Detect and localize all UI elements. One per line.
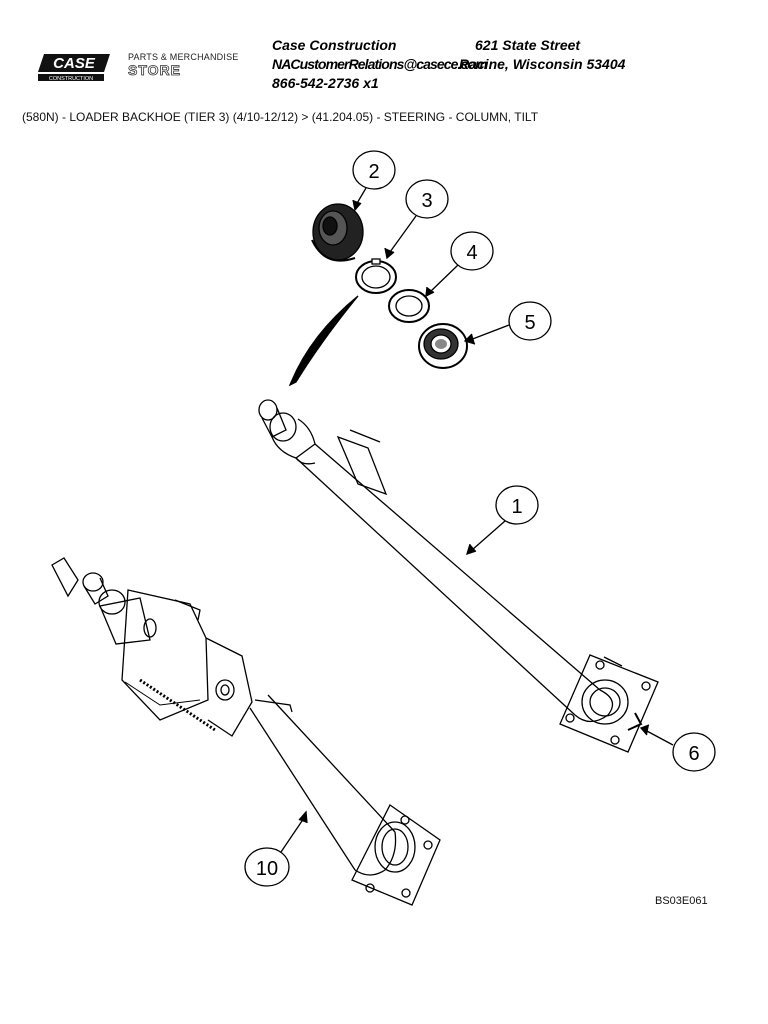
- part-2-bushing: [311, 203, 364, 262]
- callout-6-label: 6: [688, 743, 699, 765]
- parts-store-logo: PARTS & MERCHANDISE STORE: [128, 52, 239, 78]
- phone-number: 866-542-2736 x1: [272, 75, 379, 91]
- drawing-code: BS03E061: [655, 895, 708, 907]
- callout-1: 1: [466, 485, 539, 556]
- callout-6: 6: [639, 724, 716, 772]
- store-line1: PARTS & MERCHANDISE: [128, 52, 239, 62]
- callout-2: 2: [352, 150, 396, 212]
- company-name: Case Construction: [272, 37, 397, 53]
- steering-column-diagram: 2 3 4 5 1 6 10: [51, 150, 716, 906]
- part-4-washer: [388, 289, 430, 323]
- callout-4: 4: [425, 231, 494, 298]
- part-5-bearing: [418, 323, 468, 369]
- email-address: NACustomerRelations@casece.com: [272, 56, 488, 72]
- logo-brand: CASE: [53, 55, 96, 72]
- logo-sub: CONSTRUCTION: [49, 76, 93, 82]
- callout-4-label: 4: [466, 242, 477, 264]
- part-3-snap-ring: [355, 258, 397, 294]
- case-construction-logo: CASE CONSTRUCTION: [38, 54, 110, 82]
- callout-10: 10: [244, 810, 308, 887]
- callout-3-label: 3: [421, 190, 432, 212]
- callout-5-label: 5: [524, 312, 535, 334]
- callout-10-label: 10: [256, 858, 278, 880]
- callout-5: 5: [463, 301, 552, 345]
- part-1-column: [258, 399, 659, 753]
- assembly-arrow: [288, 295, 359, 387]
- callout-1-label: 1: [511, 496, 522, 518]
- part-10-tilt-column: [51, 557, 441, 906]
- breadcrumb: (580N) - LOADER BACKHOE (TIER 3) (4/10-1…: [22, 110, 539, 124]
- store-line2: STORE: [128, 62, 181, 79]
- city-address: Racine, Wisconsin 53404: [459, 56, 626, 72]
- callout-3: 3: [384, 179, 449, 260]
- street-address: 621 State Street: [475, 37, 581, 53]
- callout-2-label: 2: [368, 161, 379, 183]
